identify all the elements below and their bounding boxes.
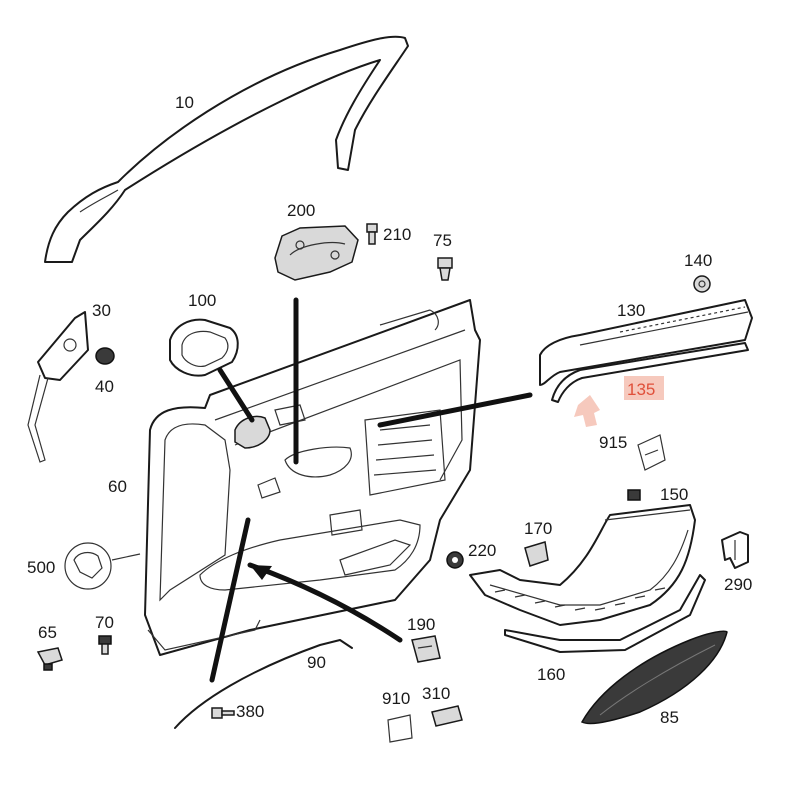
- part-60-door-panel: [144, 299, 481, 656]
- label-310: 310: [422, 684, 450, 703]
- leader-380: [209, 517, 251, 683]
- part-290-bracket: [721, 531, 749, 569]
- part-90-cable: [174, 639, 353, 729]
- part-310-switch: [431, 705, 463, 727]
- part-30-mirror-trim: [27, 311, 89, 463]
- leader-190: [247, 562, 403, 643]
- label-65: 65: [38, 623, 57, 642]
- label-160: 160: [537, 665, 565, 684]
- label-90: 90: [307, 653, 326, 672]
- label-60: 60: [108, 477, 127, 496]
- part-65-clip: [36, 647, 63, 671]
- part-160-lower-trim: [504, 574, 706, 653]
- part-85-speaker-grille: [580, 630, 728, 725]
- leader-100: [217, 367, 255, 423]
- label-100: 100: [188, 291, 216, 310]
- label-200: 200: [287, 201, 315, 220]
- leader-190-arrow-icon: [250, 565, 272, 580]
- label-70: 70: [95, 613, 114, 632]
- part-70-screw: [98, 635, 112, 655]
- part-190-handle: [411, 635, 441, 663]
- label-380: 380: [236, 702, 264, 721]
- label-85: 85: [660, 708, 679, 727]
- highlight-box-135: [624, 376, 664, 400]
- label-30: 30: [92, 301, 111, 320]
- part-100-speaker-cover: [169, 318, 239, 377]
- label-140: 140: [684, 251, 712, 270]
- label-135: 135: [627, 380, 655, 399]
- label-130: 130: [617, 301, 645, 320]
- label-500: 500: [27, 558, 55, 577]
- label-170: 170: [524, 519, 552, 538]
- highlight-arrow-icon: [574, 395, 600, 427]
- part-170-clip: [524, 541, 549, 567]
- part-910-label: [387, 714, 413, 743]
- part-140-clip: [693, 275, 711, 293]
- part-armrest-assembly: [469, 504, 696, 626]
- part-130-trim-strip: [539, 299, 753, 386]
- part-500-badge: [64, 542, 141, 590]
- part-150-clip: [627, 489, 641, 501]
- label-40: 40: [95, 377, 114, 396]
- part-135-seal-strip: [551, 342, 749, 427]
- part-10-window-frame-trim: [44, 35, 409, 263]
- label-150: 150: [660, 485, 688, 504]
- label-290: 290: [724, 575, 752, 594]
- part-210-screw: [366, 223, 378, 245]
- part-75-clip: [437, 257, 453, 281]
- part-200-handle-housing: [274, 225, 359, 281]
- part-380-screw: [211, 707, 235, 719]
- label-910: 910: [382, 689, 410, 708]
- part-40-plug: [95, 347, 115, 365]
- part-915-label: [637, 434, 666, 471]
- label-75: 75: [433, 231, 452, 250]
- label-10: 10: [175, 93, 194, 112]
- leader-135: [377, 392, 533, 428]
- part-220-plug: [446, 551, 464, 569]
- label-915: 915: [599, 433, 627, 452]
- label-220: 220: [468, 541, 496, 560]
- label-210: 210: [383, 225, 411, 244]
- label-190: 190: [407, 615, 435, 634]
